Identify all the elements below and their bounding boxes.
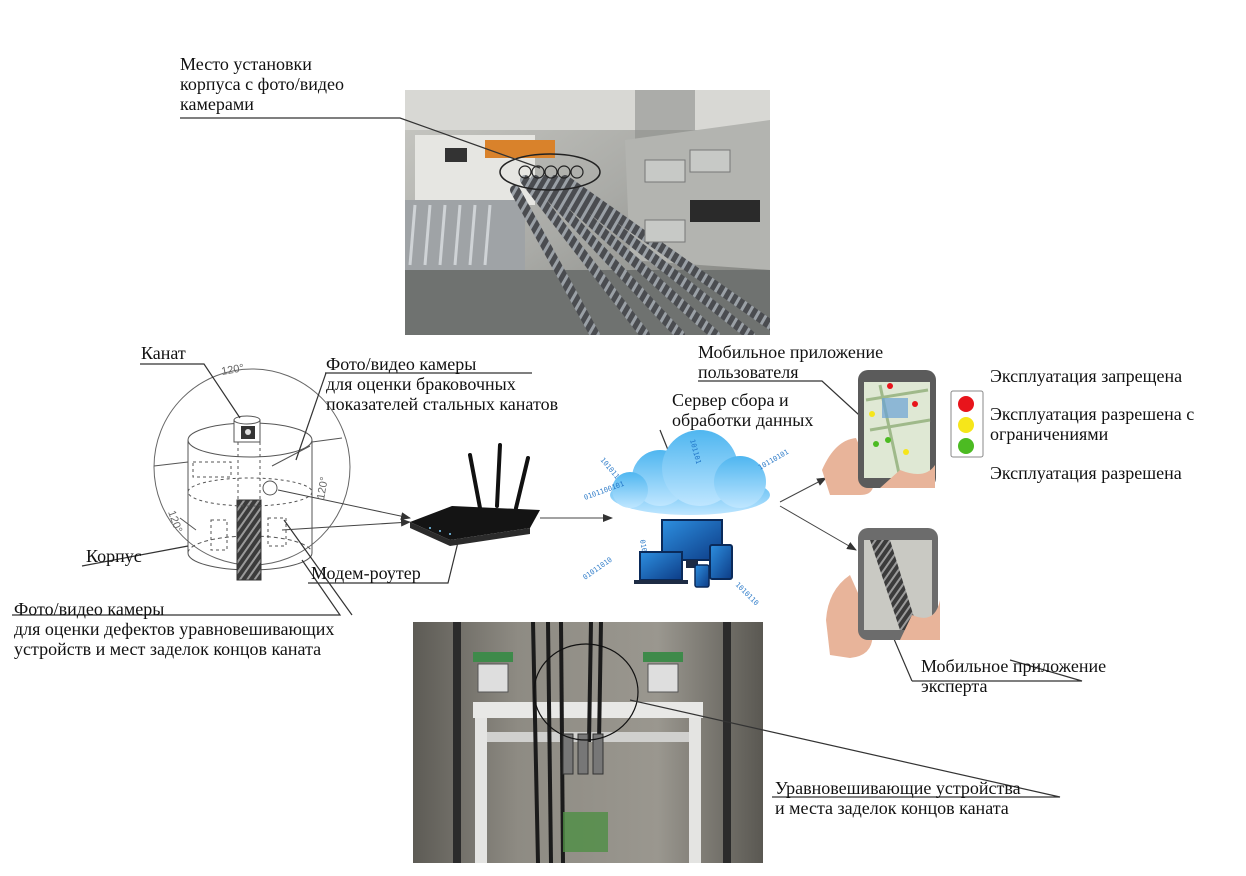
label-balancing: Уравновешивающие устройства и места заде… — [775, 778, 1021, 818]
svg-text:1010110: 1010110 — [734, 581, 761, 608]
svg-text:10110101: 10110101 — [757, 448, 790, 472]
router-icon — [410, 443, 540, 546]
status-lamp — [958, 396, 974, 412]
cloud-server-icon: 0101100101 101011 10110101 01011010 1010… — [582, 430, 790, 608]
svg-text:01011010: 01011010 — [582, 556, 614, 582]
svg-text:101011: 101011 — [598, 456, 620, 481]
label-expert-app: Мобильное приложение эксперта — [921, 656, 1107, 696]
label-camera-housing: Место установки корпуса с фото/видео кам… — [180, 54, 344, 114]
label-rope-cameras: Фото/видео камеры для оценки браковочных… — [326, 354, 559, 414]
label-server: Сервер сбора и обработки данных — [672, 390, 814, 430]
label-rope: Канат — [141, 343, 186, 363]
angle-label-top: 120° — [220, 362, 245, 378]
status-legend-item-prohibited: Эксплуатация запрещена — [990, 366, 1183, 386]
angle-label-left: 120° — [165, 509, 184, 534]
angle-label-right: 120° — [315, 476, 331, 501]
status-lamp — [958, 417, 974, 433]
status-lamp — [958, 438, 974, 454]
label-housing: Корпус — [86, 546, 142, 566]
status-legend-item-restricted: Эксплуатация разрешена с ограничениями — [990, 404, 1195, 444]
expert-phone-icon — [826, 528, 940, 658]
rope-sheave-photo — [405, 90, 770, 335]
status-legend-item-allowed: Эксплуатация разрешена — [990, 463, 1182, 483]
label-router: Модем-роутер — [311, 563, 421, 583]
status-lamps — [958, 396, 976, 459]
user-phone-icon — [822, 370, 936, 495]
label-defect-cameras: Фото/видео камеры для оценки дефектов ур… — [14, 599, 335, 659]
elevator-shaft-photo — [413, 622, 763, 863]
housing-sketch — [153, 368, 351, 581]
label-user-app: Мобильное приложение пользователя — [698, 342, 884, 382]
